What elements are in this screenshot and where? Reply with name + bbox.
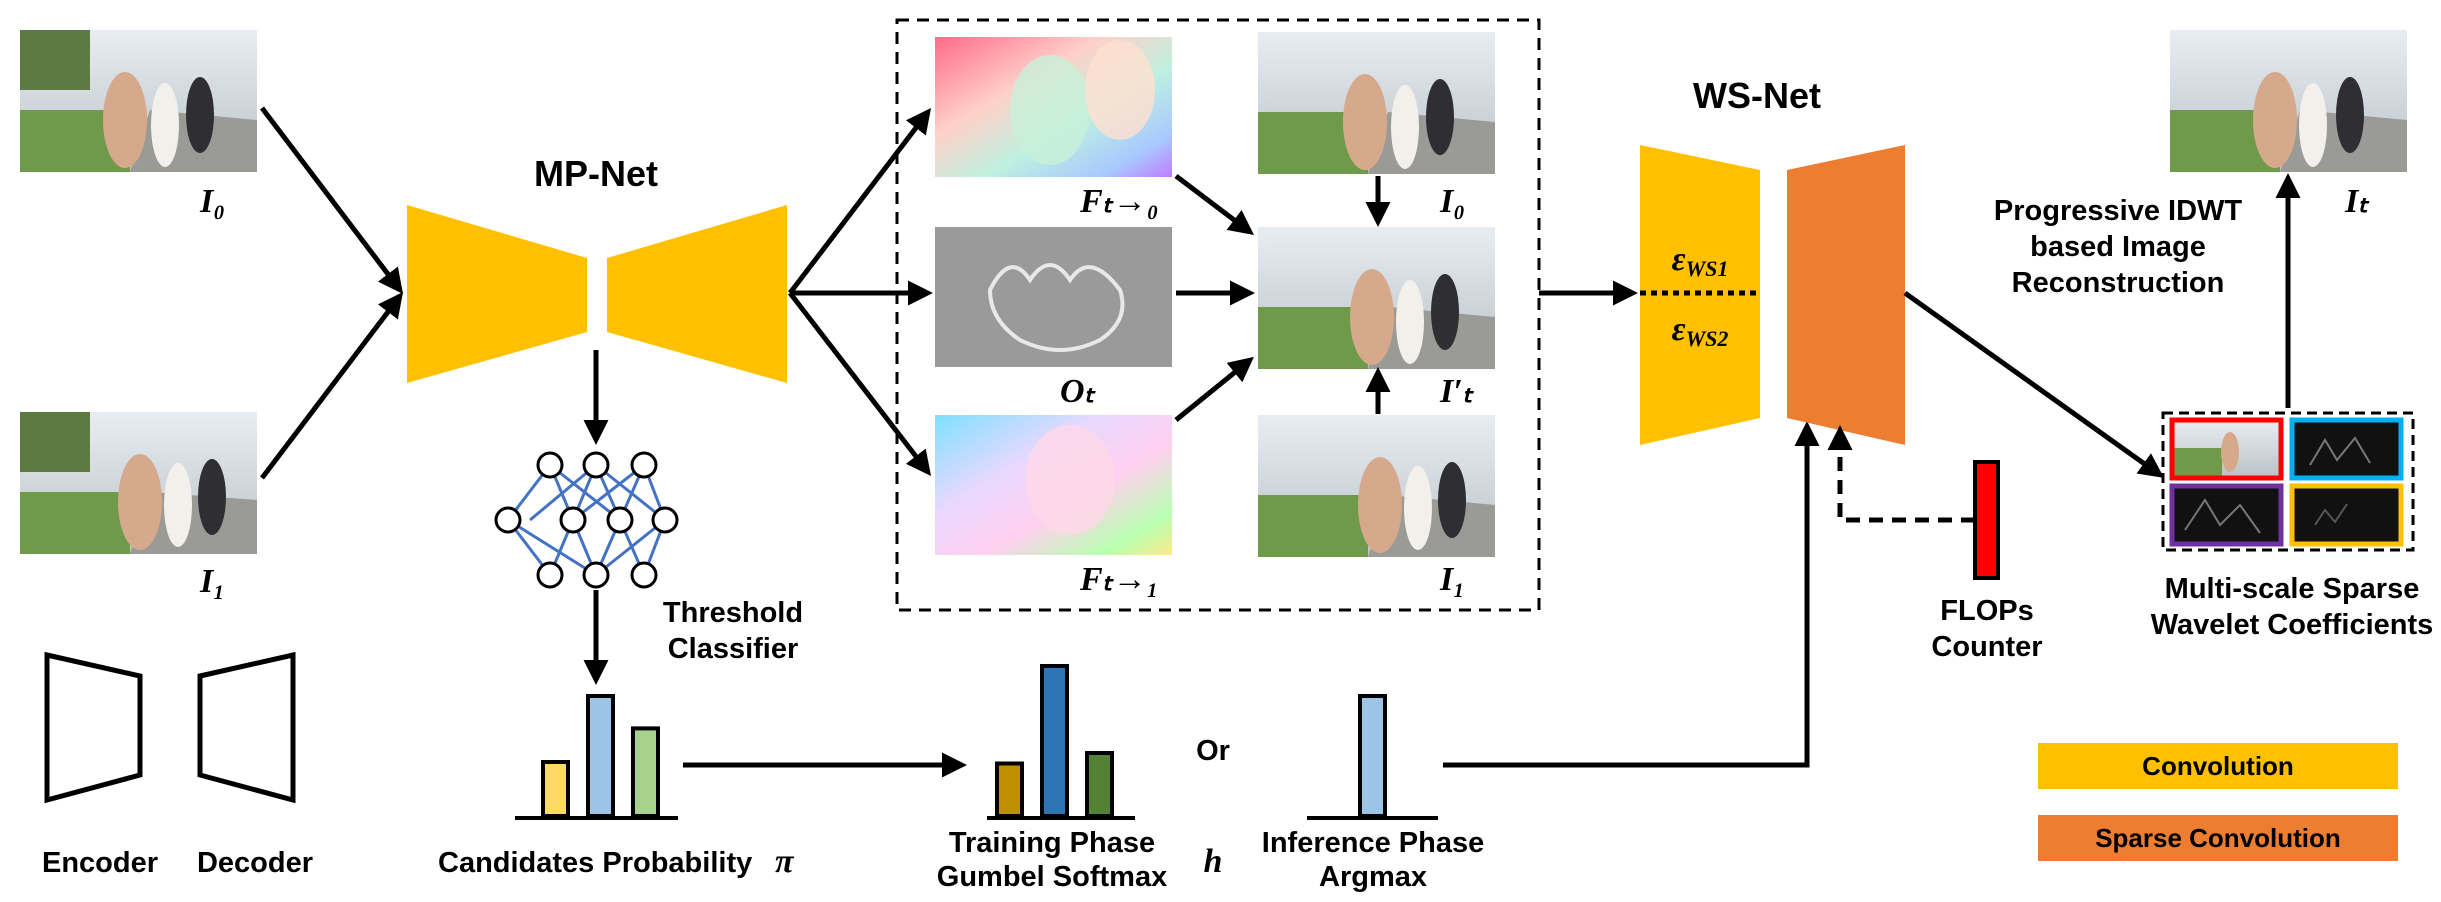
legend-sparse-convolution-swatch (2038, 815, 2398, 861)
legend-sparse-convolution-label: Sparse Convolution (2095, 823, 2341, 853)
encoder-legend-label: Encoder (42, 847, 158, 879)
flops-counter-bar (1973, 460, 2000, 580)
wavelet-ll-tile (2169, 417, 2284, 481)
wavelet-label-1: Multi-scale Sparse (2165, 573, 2420, 605)
output-it-image (2170, 30, 2407, 172)
ws2-label: εWS2 (1672, 311, 1729, 351)
arrow-flow1-to-blend (1174, 356, 1254, 422)
warp-i1-image (1258, 415, 1495, 557)
threshold-classifier-label-2: Classifier (668, 633, 799, 665)
flops-counter-label-1: FLOPs (1940, 595, 2033, 627)
mp-net-title: MP-Net (534, 153, 658, 194)
legend-convolution-swatch (2038, 743, 2398, 789)
candidates-probability-label: Candidates Probability (438, 847, 752, 879)
candidates-bar-1 (541, 760, 570, 818)
arrow-i0-to-mpnet (260, 106, 404, 294)
decoder-legend-label: Decoder (197, 847, 313, 879)
argmax-bar-1 (1358, 694, 1387, 818)
candidates-bar-2 (586, 694, 615, 818)
output-it-label: Iₜ (2344, 183, 2370, 220)
wavelet-hh-tile (2289, 483, 2404, 547)
wavelet-hl-tile (2169, 483, 2284, 547)
decoder-legend-shape (197, 651, 296, 804)
idwt-label-3: Reconstruction (2012, 267, 2225, 299)
arrow-i1-to-mpnet (260, 292, 404, 480)
arrow-mpnet-to-flow0 (788, 108, 932, 295)
mp-net-encoder (407, 205, 587, 383)
training-phase-label-1: Training Phase (949, 827, 1155, 859)
flops-counter-label-2: Counter (1931, 631, 2042, 663)
gumbel-bar-1 (995, 761, 1024, 818)
or-label: Or (1196, 735, 1230, 767)
idwt-label-1: Progressive IDWT (1994, 195, 2242, 227)
occlusion-label: Oₜ (1060, 373, 1097, 410)
inference-phase-label-2: Argmax (1319, 861, 1427, 893)
ws1-subscript: WS1 (1686, 256, 1729, 281)
gumbel-softmax-chart (995, 664, 1114, 818)
ws2-epsilon: ε (1672, 311, 1686, 348)
idwt-label-2: based Image (2030, 231, 2206, 263)
wavelet-lh-tile (2289, 417, 2404, 481)
arrow-flops-to-wsnet (1827, 425, 1975, 523)
arrow-mpnet-to-flow1 (788, 291, 932, 476)
motion-outputs-box (895, 18, 1541, 612)
inference-phase-label-1: Inference Phase (1262, 827, 1484, 859)
flow-t0-blob-2 (1085, 40, 1155, 140)
gumbel-bar-2 (1040, 664, 1069, 818)
candidates-probability-chart (541, 694, 660, 819)
warp-i0-image (1258, 32, 1495, 174)
frame-i0-label: I₀ (199, 183, 225, 220)
ws1-label: εWS1 (1672, 241, 1729, 281)
frame-i0-image (20, 30, 257, 172)
ws1-epsilon: ε (1672, 241, 1686, 278)
blend-it-prime-image (1258, 227, 1495, 369)
wavelet-box (2161, 411, 2415, 552)
ws-net-sparse-decoder (1787, 145, 1905, 445)
flow-t1-label: Fₜ→₁ (1079, 561, 1159, 598)
pi-symbol: π (775, 843, 795, 880)
it-prime-label: I′ₜ (1439, 373, 1475, 410)
frame-i1-label: I₁ (199, 563, 225, 600)
mp-net-decoder (607, 205, 787, 383)
wavelet-label-2: Wavelet Coefficients (2151, 609, 2434, 641)
candidates-bar-3 (631, 726, 660, 819)
flow-t1-blob (1025, 425, 1115, 535)
flow-t0-blob (1010, 55, 1090, 165)
warp-i1-label: I₁ (1439, 561, 1465, 598)
threshold-classifier-nodes (494, 451, 679, 589)
occlusion-map-image (935, 227, 1172, 367)
ws2-subscript: WS2 (1686, 326, 1729, 351)
warp-i0-label: I₀ (1439, 183, 1465, 220)
threshold-classifier-label-1: Threshold (663, 597, 803, 629)
encoder-legend-shape (44, 651, 143, 804)
training-phase-label-2: Gumbel Softmax (937, 861, 1167, 893)
occlusion-outline (987, 263, 1125, 352)
flow-t0-label: Fₜ→₀ (1079, 183, 1159, 220)
gumbel-bar-3 (1085, 751, 1114, 818)
argmax-chart (1358, 694, 1387, 818)
legend-convolution-label: Convolution (2142, 751, 2294, 781)
ws-net-title: WS-Net (1693, 75, 1821, 116)
frame-i1-image (20, 412, 257, 554)
arrow-wsnet-to-wavelet (1903, 290, 2165, 478)
h-symbol: h (1204, 843, 1223, 880)
arrow-argmax-to-wsnet (1443, 421, 1820, 768)
arrow-flow0-to-blend (1174, 174, 1254, 236)
